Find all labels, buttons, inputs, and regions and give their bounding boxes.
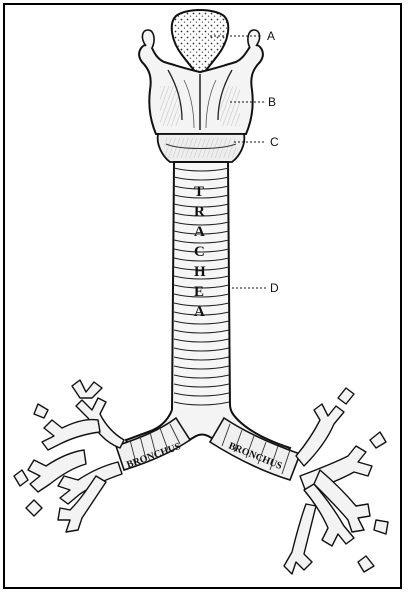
trachea-letter-2: R — [194, 204, 205, 220]
trachea-letter-3: A — [194, 224, 205, 240]
label-b: B — [268, 95, 276, 109]
left-bronchus: BRONCHUS — [116, 418, 190, 471]
left-bronchial-tree — [14, 380, 124, 532]
label-c: C — [270, 135, 279, 149]
trachea-letter-1: T — [194, 184, 204, 200]
right-bronchial-tree — [284, 388, 388, 574]
trachea-letter-6: E — [194, 284, 204, 300]
label-a: A — [267, 29, 275, 43]
trachea-letter-7: A — [194, 304, 205, 320]
trachea-letter-4: C — [194, 244, 205, 260]
cricoid-cartilage — [158, 134, 245, 162]
right-bronchus: BRONCHUS — [210, 418, 300, 480]
trachea-letter-5: H — [194, 264, 206, 280]
label-d: D — [270, 281, 279, 295]
